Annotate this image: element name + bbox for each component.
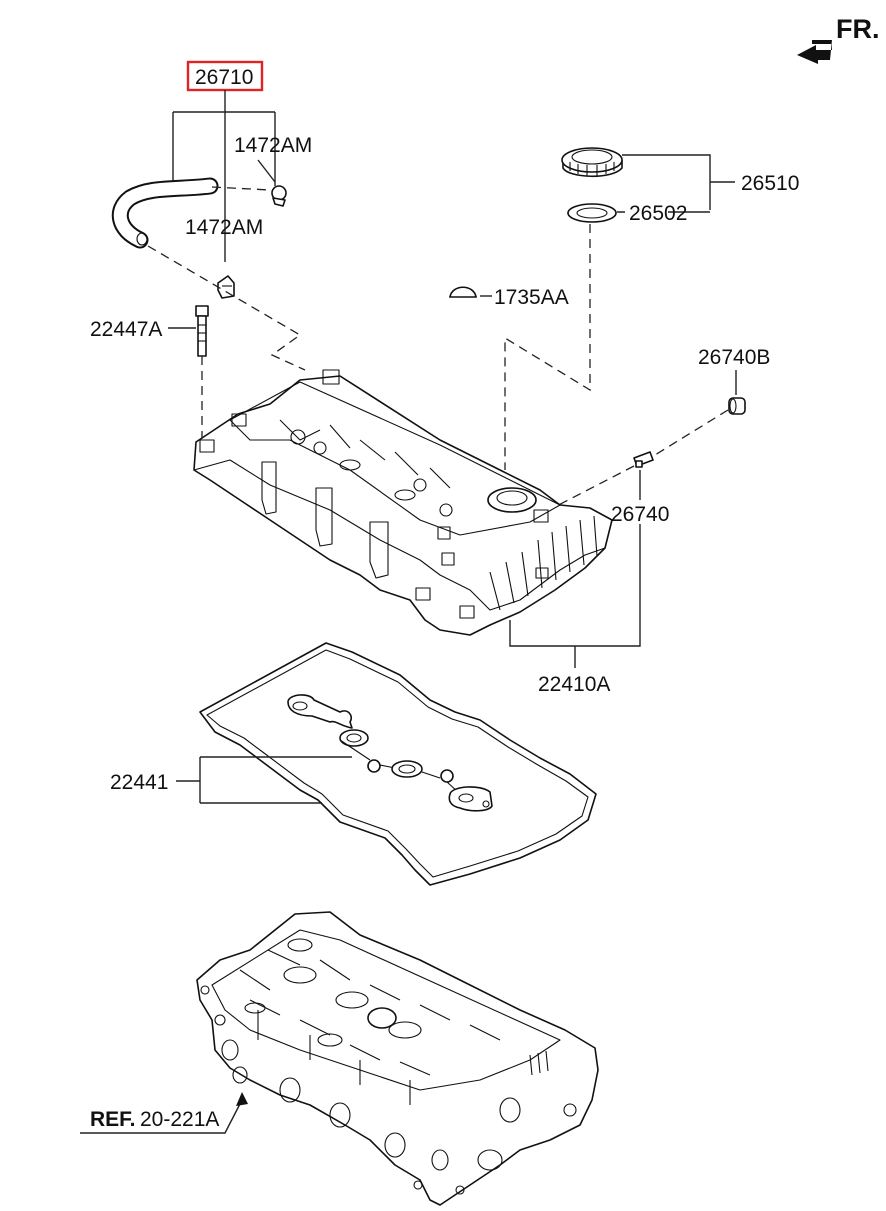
label-22441[interactable]: 22441	[110, 771, 168, 794]
cover-gasket[interactable]	[199, 642, 597, 886]
front-arrow-icon	[797, 40, 832, 64]
label-1735aa[interactable]: 1735AA	[494, 286, 569, 309]
pcv-valve[interactable]	[633, 451, 654, 468]
oil-filler-cap[interactable]	[561, 147, 623, 178]
pcv-grommet[interactable]	[728, 397, 746, 415]
filler-cap-gasket[interactable]	[567, 203, 617, 223]
front-label: FR.	[836, 14, 880, 44]
leader-22441	[176, 756, 352, 804]
label-26740b[interactable]: 26740B	[698, 346, 770, 369]
leader-26710	[172, 90, 276, 186]
hose-route-dash	[147, 245, 306, 371]
ref-prefix: REF.	[90, 1108, 136, 1131]
label-26740[interactable]: 26740	[611, 503, 669, 526]
label-22410a[interactable]: 22410A	[538, 673, 610, 696]
cylinder-head[interactable]	[196, 911, 599, 1206]
plug[interactable]	[449, 286, 477, 298]
hose-clamp-lower[interactable]	[217, 275, 235, 299]
ref-arrow-icon	[236, 1092, 248, 1106]
reference-callout[interactable]: REF. 20-221A	[80, 1092, 248, 1134]
cylinder-head-cover[interactable]	[193, 369, 613, 636]
breather-hose[interactable]	[111, 177, 219, 249]
leader-22410a	[509, 524, 641, 668]
label-1472am-upper[interactable]: 1472AM	[234, 134, 312, 157]
bolt[interactable]	[195, 305, 209, 357]
hose-to-clamp-dash	[211, 186, 271, 191]
label-26710[interactable]: 26710	[195, 66, 253, 89]
leader-26510	[617, 154, 735, 213]
label-1472am-lower[interactable]: 1472AM	[185, 216, 263, 239]
label-26502[interactable]: 26502	[629, 202, 687, 225]
label-22447a[interactable]: 22447A	[90, 318, 162, 341]
ref-code: 20-221A	[140, 1108, 219, 1131]
hose-clamp-upper[interactable]	[271, 185, 287, 207]
ref-leader	[80, 1099, 243, 1134]
cap-axis-dash	[504, 224, 591, 470]
front-direction-indicator: FR.	[797, 14, 880, 64]
leader-1472am-upper	[257, 159, 276, 183]
label-26510[interactable]: 26510	[741, 172, 799, 195]
